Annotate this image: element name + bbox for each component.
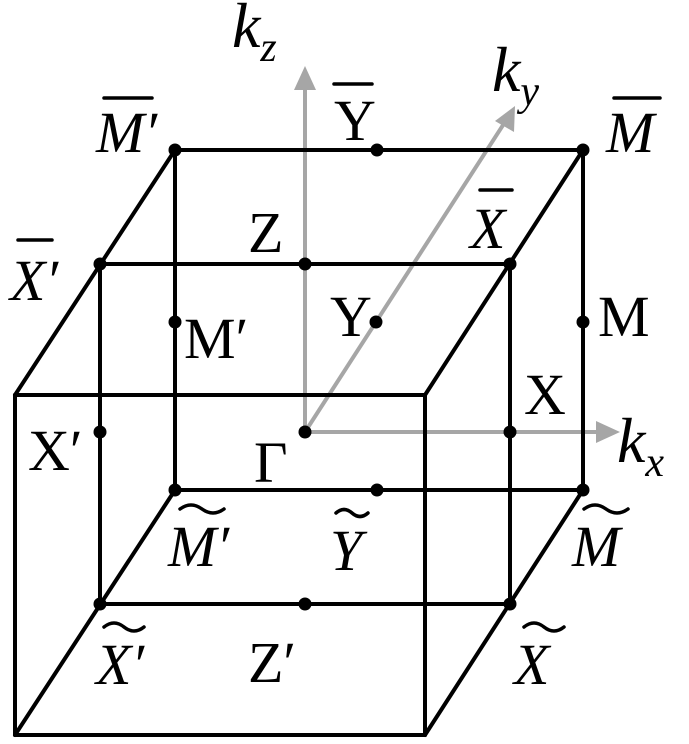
kx-label: kx	[617, 405, 664, 486]
label-m-bar-prime: M′	[95, 100, 158, 165]
point-labels: Y M′ M Z X X′ M′ Y M X X′ Γ M′ Y M X′ Z′…	[8, 88, 657, 697]
tilde-m-tilde	[582, 503, 630, 515]
point-m-tilde	[576, 483, 590, 497]
edge-depth-bottom-left	[13, 488, 177, 737]
point-gamma	[298, 425, 312, 439]
point-m-bar	[576, 143, 590, 157]
edge-depth-bottom-right	[423, 488, 585, 737]
point-x-bar	[503, 257, 517, 271]
tilde-x-tilde-prime	[102, 621, 146, 633]
edge-depth-top-right	[423, 148, 585, 397]
label-y: Y	[330, 284, 372, 349]
point-x-bar-prime	[93, 257, 107, 271]
point-x-tilde	[503, 597, 517, 611]
kz-arrowhead	[294, 66, 316, 90]
label-m-prime: M′	[184, 306, 248, 371]
point-m-prime	[168, 315, 182, 329]
label-x-tilde-prime: X′	[94, 632, 145, 697]
point-x	[503, 425, 517, 439]
label-z: Z	[248, 200, 283, 265]
ky-axis	[303, 120, 507, 434]
label-gamma: Γ	[254, 430, 288, 495]
symmetry-points	[93, 143, 590, 611]
point-z	[298, 257, 312, 271]
tilde-y-tilde	[334, 507, 370, 519]
point-x-tilde-prime	[93, 597, 107, 611]
accents	[16, 82, 662, 633]
label-m-tilde-prime: M′	[167, 514, 230, 579]
kx-arrowhead	[596, 421, 620, 443]
axis-labels: kz ky kx	[232, 0, 664, 486]
label-x-bar-prime: X′	[8, 248, 59, 313]
point-z-prime	[298, 597, 312, 611]
point-x-prime	[93, 425, 107, 439]
kz-label: kz	[232, 0, 277, 71]
label-m: M	[598, 284, 650, 349]
point-y-bar	[370, 143, 384, 157]
ky-label: ky	[492, 34, 539, 115]
edge-depth-top-left	[13, 148, 177, 397]
label-x-tilde: X	[512, 632, 552, 697]
label-z-prime: Z′	[248, 630, 296, 695]
point-m	[576, 315, 590, 329]
tilde-x-tilde	[522, 621, 566, 633]
point-m-bar-prime	[168, 143, 182, 157]
ky-arrowhead	[495, 106, 515, 132]
point-y-tilde	[370, 483, 384, 497]
label-y-tilde: Y	[330, 518, 368, 583]
point-m-tilde-prime	[168, 483, 182, 497]
label-x-prime: X′	[28, 418, 83, 483]
tilde-m-tilde-prime	[178, 503, 226, 515]
label-m-bar: M	[605, 100, 657, 165]
label-y-bar: Y	[334, 88, 376, 153]
point-y	[369, 315, 383, 329]
label-m-tilde: M	[571, 514, 623, 579]
label-x-bar: X	[468, 196, 508, 261]
label-x: X	[524, 362, 566, 427]
